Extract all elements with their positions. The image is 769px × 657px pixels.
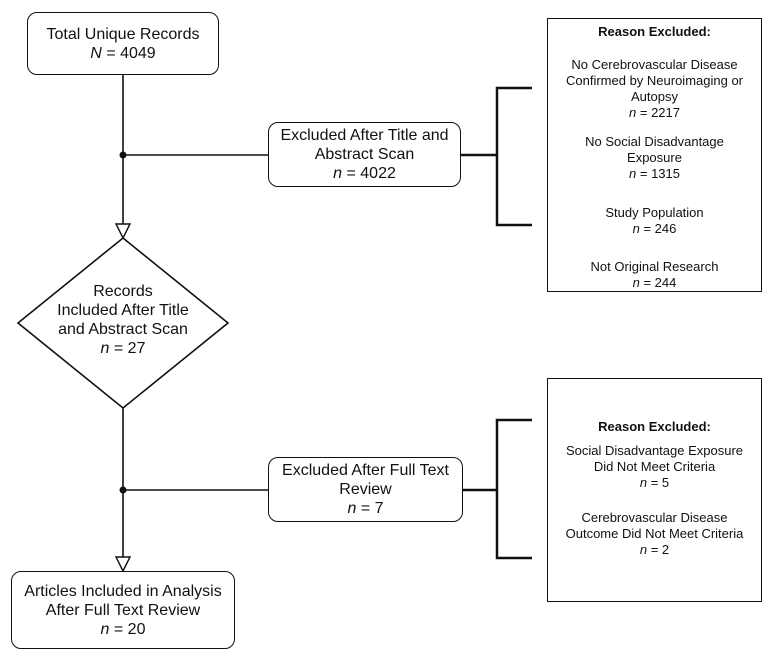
excluded-title-abstract-box: Excluded After Title and Abstract Scan n… — [268, 122, 461, 187]
included-title-abstract-count: n = 27 — [100, 340, 146, 357]
excluded-full-text-line2: Review — [339, 481, 392, 498]
reasons-1-title: Reason Excluded: — [598, 24, 711, 39]
reasons-2-title: Reason Excluded: — [598, 419, 711, 434]
arrowhead-to-diamond — [114, 223, 132, 240]
excluded-title-abstract-count: n = 4022 — [333, 165, 396, 182]
included-title-abstract-line3: and Abstract Scan — [58, 321, 188, 338]
total-records-count: N = 4049 — [90, 44, 156, 62]
reasons-1-item-social-disadvantage: No Social Disadvantage Exposure n = 1315 — [585, 134, 724, 181]
reasons-1-item-study-population: Study Population n = 246 — [605, 205, 704, 236]
total-records-title: Total Unique Records — [46, 25, 200, 43]
reasons-2-item-social-exposure: Social Disadvantage Exposure Did Not Mee… — [565, 443, 744, 490]
arrowhead-to-final — [114, 556, 132, 573]
included-analysis-box: Articles Included in Analysis After Full… — [11, 571, 235, 649]
excluded-full-text-box: Excluded After Full Text Review n = 7 — [268, 457, 463, 522]
reasons-2-item-cerebrovascular-outcome: Cerebrovascular Disease Outcome Did Not … — [565, 510, 744, 557]
included-analysis-line2: After Full Text Review — [45, 601, 201, 619]
total-records-box: Total Unique Records N = 4049 — [27, 12, 219, 75]
reasons-1-item-not-original: Not Original Research n = 244 — [590, 259, 719, 290]
excluded-title-abstract-line2: Abstract Scan — [314, 146, 415, 163]
reasons-excluded-box-2: Reason Excluded: Social Disadvantage Exp… — [547, 378, 762, 602]
included-title-abstract-line2: Included After Title — [57, 302, 189, 319]
included-title-abstract-text: Records Included After Title and Abstrac… — [33, 282, 213, 358]
reasons-excluded-box-1: Reason Excluded: No Cerebrovascular Dise… — [547, 18, 762, 292]
bracket-1 — [495, 86, 532, 227]
included-analysis-count: n = 20 — [100, 620, 146, 638]
reasons-1-item-neuroimaging: No Cerebrovascular Disease Confirmed by … — [565, 57, 744, 120]
included-title-abstract-line1: Records — [93, 283, 153, 300]
bracket-2 — [495, 418, 532, 560]
excluded-full-text-count: n = 7 — [347, 500, 384, 517]
included-analysis-line1: Articles Included in Analysis — [24, 582, 222, 600]
excluded-full-text-line1: Excluded After Full Text — [282, 462, 449, 479]
excluded-title-abstract-line1: Excluded After Title and — [280, 127, 449, 144]
